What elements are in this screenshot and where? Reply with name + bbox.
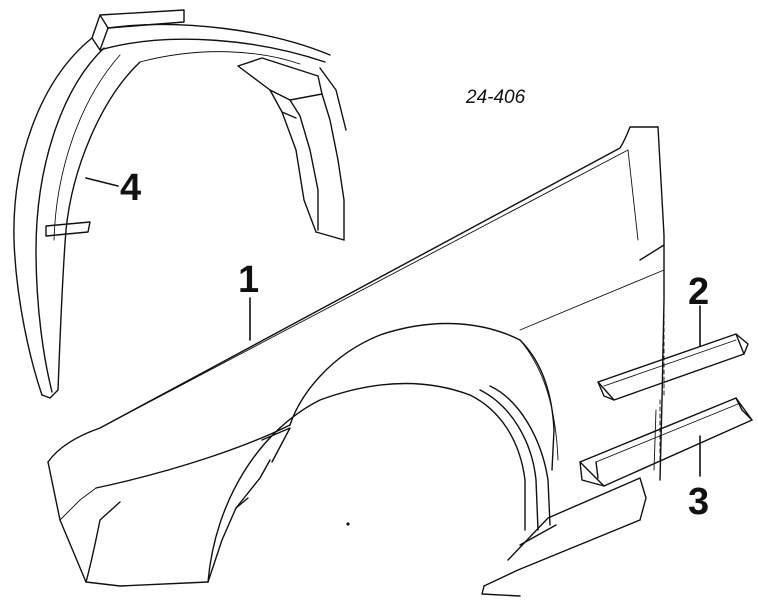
part-1-front-fender [47, 126, 665, 597]
callout-3: 3 [688, 481, 709, 523]
part-3-lower-molding [579, 397, 753, 487]
part-2-upper-molding [597, 305, 749, 401]
part-4-wheel-arch-liner [13, 9, 347, 399]
callout-1: 1 [238, 259, 259, 301]
callout-2: 2 [688, 271, 709, 313]
callout-4: 4 [120, 167, 141, 209]
reference-code: 24-406 [465, 87, 526, 108]
